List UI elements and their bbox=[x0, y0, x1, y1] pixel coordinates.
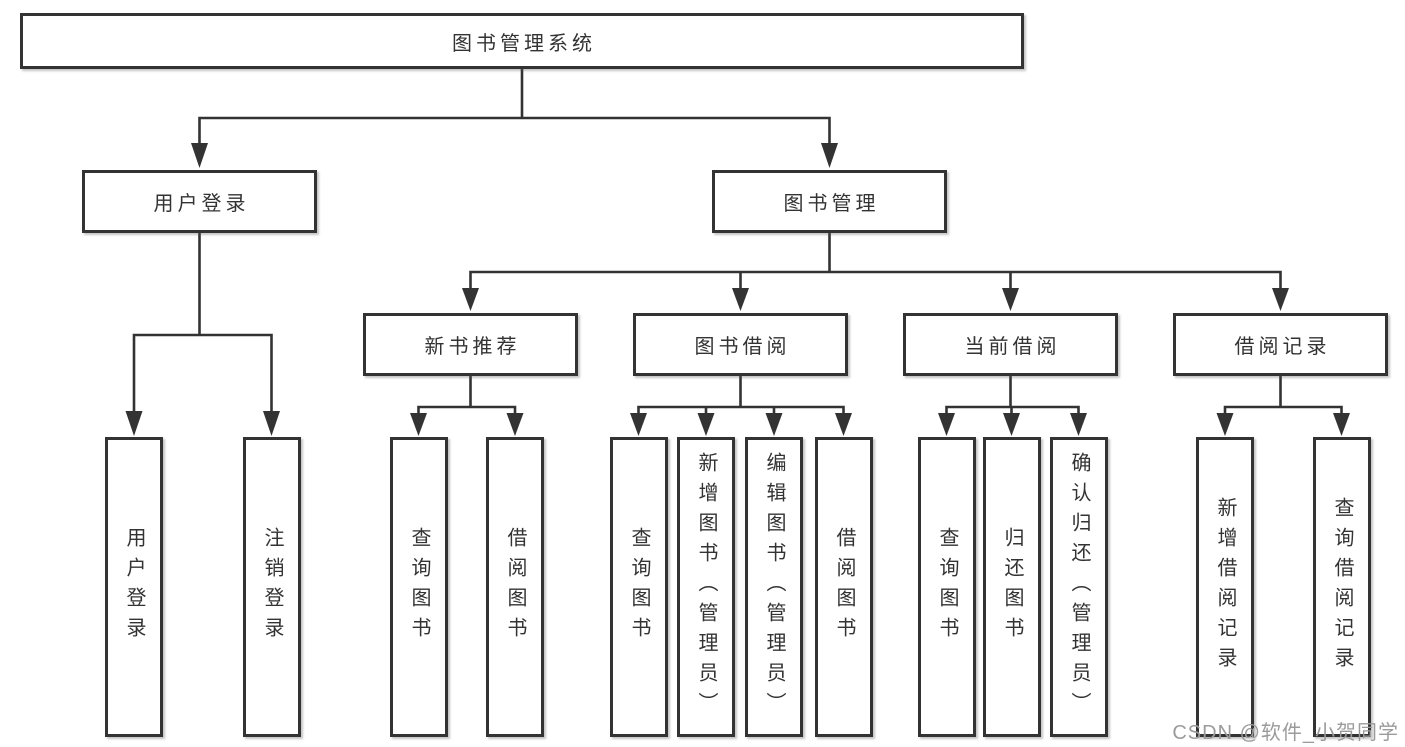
leaf-user-login: 用户登录 bbox=[105, 437, 163, 737]
node-borrow-record: 借阅记录 bbox=[1173, 313, 1388, 376]
node-label: 用户登录 bbox=[153, 193, 250, 215]
connector-level3-rail bbox=[469, 270, 1282, 289]
arrowhead bbox=[732, 288, 749, 311]
leaf-confirm-return-admin: 确认归还（管理员） bbox=[1050, 437, 1108, 737]
node-current-borrow: 当前借阅 bbox=[903, 313, 1118, 376]
leaf-query-books-borrow: 查询图书 bbox=[610, 437, 668, 737]
arrowhead bbox=[1003, 413, 1020, 436]
node-book-borrow: 图书借阅 bbox=[633, 313, 848, 376]
arrowhead bbox=[410, 413, 427, 436]
node-user-login: 用户登录 bbox=[82, 170, 317, 233]
node-label: 注销登录 bbox=[261, 527, 283, 647]
node-label: 查询借阅记录 bbox=[1331, 497, 1353, 677]
node-label: 查询图书 bbox=[628, 527, 650, 647]
arrowhead bbox=[1070, 413, 1087, 436]
leaf-logout: 注销登录 bbox=[243, 437, 301, 737]
connector-user-login-rail bbox=[132, 333, 273, 412]
connector-borrow-record-rail bbox=[1223, 405, 1343, 414]
arrowhead bbox=[1002, 288, 1019, 311]
arrowhead bbox=[1272, 288, 1289, 311]
leaf-borrow-books: 借阅图书 bbox=[815, 437, 873, 737]
arrowhead bbox=[1216, 413, 1234, 436]
node-new-book-recommend: 新书推荐 bbox=[363, 313, 578, 376]
leaf-add-borrow-record: 新增借阅记录 bbox=[1196, 437, 1254, 737]
node-book-management: 图书管理 bbox=[712, 170, 947, 233]
arrowhead bbox=[697, 413, 715, 436]
node-label: 借阅记录 bbox=[1234, 336, 1331, 358]
node-label: 当前借阅 bbox=[964, 336, 1061, 358]
node-label: 查询图书 bbox=[408, 527, 430, 647]
node-label: 借阅图书 bbox=[504, 527, 526, 647]
node-label: 用户登录 bbox=[123, 527, 145, 647]
arrowhead bbox=[938, 413, 955, 436]
arrowhead bbox=[630, 413, 647, 436]
node-label: 查询图书 bbox=[936, 527, 958, 647]
node-label: 图书借阅 bbox=[694, 336, 791, 358]
arrowhead bbox=[835, 413, 852, 436]
node-label: 借阅图书 bbox=[833, 527, 855, 647]
leaf-query-borrow-record: 查询借阅记录 bbox=[1313, 437, 1371, 737]
arrowhead bbox=[765, 413, 783, 436]
node-label: 新增借阅记录 bbox=[1214, 497, 1236, 677]
leaf-borrow-books-recommend: 借阅图书 bbox=[486, 437, 544, 737]
arrowhead bbox=[263, 411, 280, 436]
arrowhead bbox=[191, 143, 208, 168]
csdn-watermark: CSDN @软件_小贺同学 bbox=[1172, 722, 1399, 744]
node-label: 新增图书（管理员） bbox=[695, 452, 717, 722]
node-root-system: 图书管理系统 bbox=[20, 13, 1024, 69]
arrowhead bbox=[462, 288, 479, 311]
node-label: 图书管理 bbox=[783, 193, 880, 215]
connector-book-borrow-rail bbox=[637, 405, 845, 414]
leaf-return-book: 归还图书 bbox=[983, 437, 1041, 737]
node-label: 新书推荐 bbox=[424, 336, 521, 358]
leaf-query-books-current: 查询图书 bbox=[918, 437, 976, 737]
node-label: 确认归还（管理员） bbox=[1068, 452, 1090, 722]
arrowhead bbox=[125, 411, 143, 436]
leaf-add-book-admin: 新增图书（管理员） bbox=[677, 437, 735, 737]
arrowhead bbox=[1333, 413, 1350, 436]
node-label: 归还图书 bbox=[1001, 527, 1023, 647]
arrowhead bbox=[821, 143, 838, 168]
connector-new-book-rail bbox=[417, 405, 517, 414]
node-label: 图书管理系统 bbox=[452, 32, 596, 55]
leaf-edit-book-admin: 编辑图书（管理员） bbox=[745, 437, 803, 737]
leaf-query-books-recommend: 查询图书 bbox=[390, 437, 448, 737]
arrowhead bbox=[506, 413, 524, 436]
node-label: 编辑图书（管理员） bbox=[763, 452, 785, 722]
connector-level2-rail bbox=[198, 116, 831, 144]
